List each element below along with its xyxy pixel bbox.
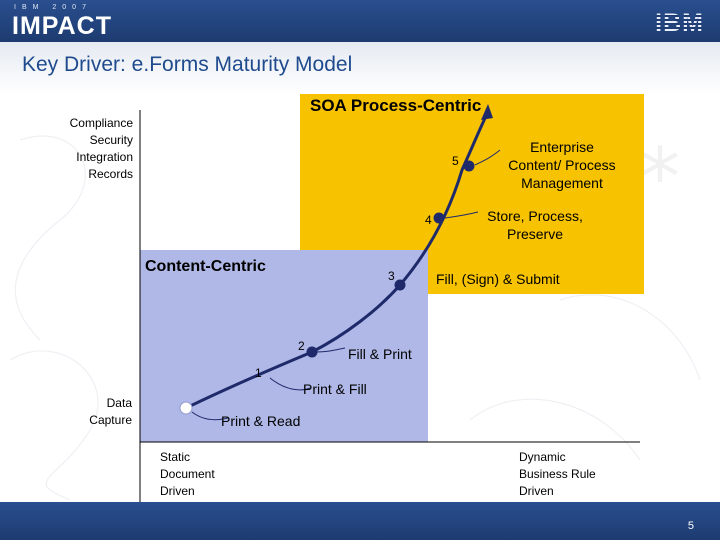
soa-region-title: SOA Process-Centric xyxy=(310,96,482,115)
content-region-title: Content-Centric xyxy=(145,258,266,275)
stage-label-enterprise: Enterprise Content/ Process Management xyxy=(492,138,632,192)
y-bottom-line-2: Capture xyxy=(89,413,132,427)
stage-label-fill-sign-submit: Fill, (Sign) & Submit xyxy=(436,271,560,287)
y-bottom-line-1: Data xyxy=(106,396,132,410)
x-axis-left-label: Static Document Driven xyxy=(160,449,215,500)
connector-fill-print xyxy=(315,347,346,353)
store-line-2: Preserve xyxy=(506,226,564,242)
stage-dot-2 xyxy=(306,346,318,358)
stage-label-print-read: Print & Read xyxy=(221,413,301,429)
store-line-1: Store, Process, xyxy=(487,208,583,224)
stage-label-store-process: Store, Process, Preserve xyxy=(475,207,595,243)
x-right-line-1: Dynamic xyxy=(519,450,566,464)
y-top-line-4: Records xyxy=(88,167,133,181)
stage-dot-5 xyxy=(463,160,475,172)
stage-dot-4 xyxy=(433,212,445,224)
connector-store xyxy=(444,211,479,219)
y-top-line-1: Compliance xyxy=(69,116,133,130)
x-left-line-2: Document xyxy=(160,467,215,481)
x-left-line-3: Driven xyxy=(160,484,195,498)
enterprise-line-2: Content/ Process xyxy=(508,157,616,173)
stage-dot-start xyxy=(179,401,193,415)
enterprise-line-1: Enterprise xyxy=(530,139,594,155)
stage-number-2: 2 xyxy=(298,339,305,353)
maturity-curve xyxy=(185,111,490,410)
header-bar: IBM 2007 IMPACT IBM xyxy=(0,0,720,42)
stage-number-1: 1 xyxy=(255,366,262,380)
curve-arrowhead xyxy=(481,104,493,120)
stage-dot-3 xyxy=(394,279,406,291)
background-watermark: * xyxy=(9,131,701,501)
y-axis-bottom-label: Data Capture xyxy=(60,395,132,429)
stage-label-print-fill: Print & Fill xyxy=(303,381,367,397)
connector-print-fill xyxy=(269,377,311,391)
y-top-line-3: Integration xyxy=(76,150,133,164)
logo-year: IBM 2007 xyxy=(14,4,92,11)
stage-number-5: 5 xyxy=(452,154,459,168)
connector-print-read xyxy=(191,411,229,421)
x-axis-right-label: Dynamic Business Rule Driven xyxy=(519,449,596,500)
page-number: 5 xyxy=(687,520,694,532)
stage-number-4: 4 xyxy=(425,213,432,227)
slide-title: Key Driver: e.Forms Maturity Model xyxy=(22,53,353,76)
stage-number-3: 3 xyxy=(388,269,395,283)
ibm-logo: IBM xyxy=(655,9,704,37)
y-top-line-2: Security xyxy=(89,133,133,147)
connector-enterprise xyxy=(474,149,501,166)
logo-text: IMPACT xyxy=(12,12,112,40)
y-axis-top-label: Compliance Security Integration Records xyxy=(40,115,133,183)
footer-bar xyxy=(0,502,720,540)
x-right-line-3: Driven xyxy=(519,484,554,498)
stage-label-fill-print: Fill & Print xyxy=(348,346,412,362)
enterprise-line-3: Management xyxy=(521,175,603,191)
x-right-line-2: Business Rule xyxy=(519,467,596,481)
title-band xyxy=(0,42,720,94)
svg-text:*: * xyxy=(640,131,680,224)
x-left-line-1: Static xyxy=(160,450,191,464)
